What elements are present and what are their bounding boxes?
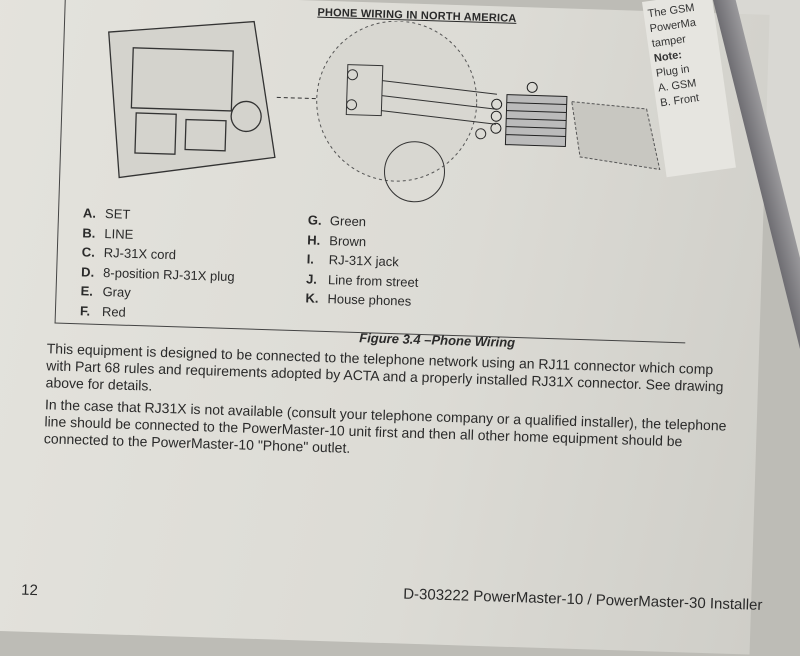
detail-circle	[316, 20, 478, 182]
jack-detail	[345, 64, 498, 203]
legend-right: G.Green H.Brown I.RJ-31X jack J.Line fro…	[305, 210, 420, 311]
callout-line	[276, 96, 327, 100]
phone-wiring-diagram	[108, 20, 661, 203]
page-number: 12	[20, 581, 39, 600]
legend-left: A.SET B.LINE C.RJ-31X cord D.8-position …	[80, 203, 237, 325]
legend-item: K.House phones	[305, 290, 412, 309]
manual-page: PHONE WIRING IN NORTH AMERICA A.SET B.LI…	[0, 0, 770, 655]
rj31x-jack	[571, 101, 661, 171]
control-panel-drawing	[108, 20, 276, 179]
rj31x-plug	[490, 81, 568, 147]
